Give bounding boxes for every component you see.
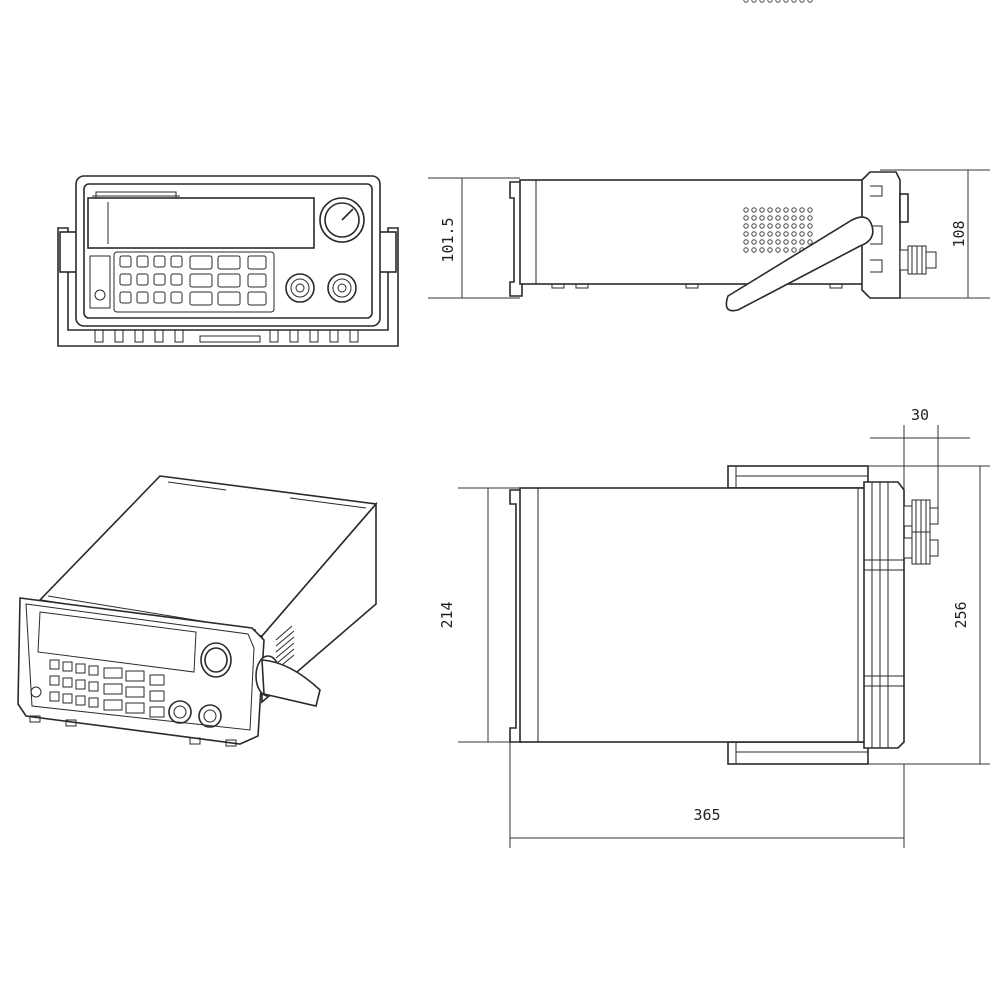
front-view [57, 175, 399, 347]
side-terminal [899, 245, 937, 275]
side-view: 101.5 108 [428, 0, 990, 312]
iso-terminal-right [198, 704, 222, 728]
iso-terminal-left [168, 700, 192, 724]
dim-top-width: 214 [438, 487, 520, 743]
top-front-panel [863, 481, 905, 749]
top-panel-fins [863, 482, 905, 748]
top-handle-rail-lower [727, 741, 869, 765]
dim-label-top-length: 365 [693, 806, 720, 824]
dim-label-side-total-height: 108 [950, 220, 968, 247]
iso-vent-grill [275, 625, 295, 671]
front-power-panel [89, 255, 111, 309]
dim-side-height: 101.5 [428, 177, 520, 299]
iso-power-switch [30, 686, 42, 698]
front-terminal-right [327, 273, 357, 303]
top-handle-rail-upper [727, 465, 869, 489]
top-terminal-lower [903, 531, 939, 565]
dim-top-length: 365 [509, 742, 905, 848]
top-terminal-upper [903, 499, 939, 533]
dim-label-terminal-depth: 30 [911, 406, 929, 424]
dim-label-side-height: 101.5 [439, 217, 457, 262]
front-power-switch [94, 289, 106, 301]
side-feet [551, 283, 843, 289]
dim-label-top-total-width: 256 [952, 601, 970, 628]
iso-knob [200, 642, 232, 678]
front-keypad [113, 251, 275, 313]
front-feet [94, 329, 359, 343]
iso-tilt-handle [255, 655, 321, 707]
side-vent-grill [743, 0, 813, 253]
top-view: 30 214 256 365 [438, 406, 990, 848]
front-terminal-left [285, 273, 315, 303]
top-body [519, 487, 869, 743]
front-display [87, 197, 315, 249]
dim-label-top-width: 214 [438, 601, 456, 628]
front-bezel [83, 183, 373, 319]
iso-feet [29, 715, 237, 747]
side-panel-notches [870, 185, 883, 273]
dim-top-total-width: 256 [868, 465, 990, 765]
side-front-panel [861, 171, 901, 299]
side-knob [899, 193, 909, 223]
isometric-view [17, 475, 378, 747]
side-tilt-handle [725, 216, 874, 312]
iso-display [37, 611, 197, 673]
iso-keypad [49, 659, 165, 718]
dim-terminal-depth: 30 [870, 406, 970, 520]
front-knob [319, 197, 365, 243]
